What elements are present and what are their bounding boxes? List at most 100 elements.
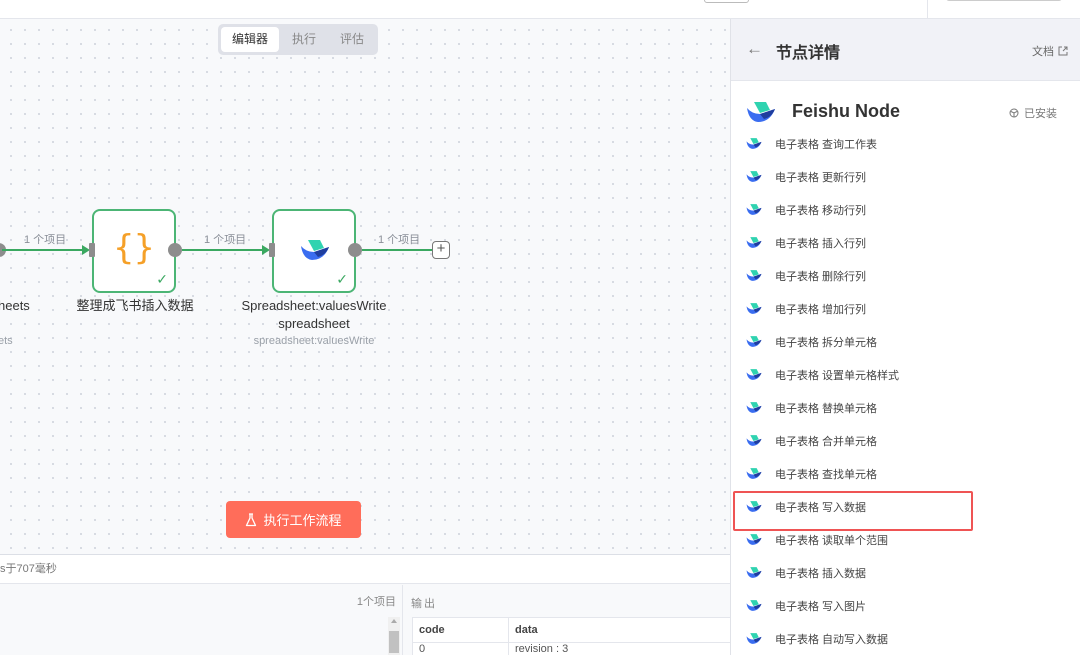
panel-title: 节点详情 [776, 45, 841, 62]
feishu-icon [746, 567, 762, 578]
edge-arrow-icon [262, 245, 270, 255]
feishu-icon [746, 336, 762, 347]
action-label: 电子表格 更新行列 [775, 171, 867, 184]
node-title-line2: spreadsheet [278, 316, 350, 331]
feishu-icon [746, 204, 762, 215]
package-name: Feishu Node [792, 101, 901, 121]
toolbar-button-partial[interactable] [704, 0, 749, 3]
node-input-handle[interactable] [269, 243, 275, 257]
mode-tabs: 编辑器 执行 评估 [218, 24, 379, 55]
node-input-handle[interactable] [89, 243, 95, 257]
node-subtitle: ets [0, 335, 13, 347]
scroll-up-icon[interactable] [391, 619, 397, 623]
action-item[interactable]: 电子表格 写入数据 [731, 490, 1080, 531]
action-item[interactable]: 电子表格 查询工作表 [731, 127, 1080, 160]
action-label: 电子表格 合并单元格 [775, 435, 878, 448]
action-label: 电子表格 查询工作表 [775, 138, 878, 151]
connection-edge[interactable] [2, 249, 84, 251]
action-item[interactable]: 电子表格 合并单元格 [731, 424, 1080, 457]
output-pane: 输出 code data 0 revision : 3 [402, 585, 731, 655]
action-label: 电子表格 替换单元格 [775, 402, 878, 415]
feishu-icon [746, 468, 762, 479]
tab-evaluations[interactable]: 评估 [340, 32, 365, 46]
installed-label: 已安装 [1024, 108, 1057, 120]
column-header-code: code [412, 617, 509, 643]
feishu-icon [301, 240, 329, 260]
action-label: 电子表格 设置单元格样式 [775, 369, 900, 382]
action-item[interactable]: 电子表格 替换单元格 [731, 391, 1080, 424]
topbar-divider [927, 0, 928, 19]
back-arrow-icon[interactable]: ← [746, 39, 763, 58]
feishu-logo-icon [747, 102, 775, 122]
node-title: heets [0, 298, 30, 313]
action-item[interactable]: 电子表格 查找单元格 [731, 457, 1080, 490]
toolbar-segment-partial[interactable] [946, 0, 1062, 1]
code-braces-icon: {} [113, 228, 155, 268]
feishu-icon [746, 534, 762, 545]
tab-editor[interactable]: 编辑器 [221, 27, 280, 52]
action-item[interactable]: 电子表格 更新行列 [731, 160, 1080, 193]
output-table: code data 0 revision : 3 [412, 617, 731, 655]
add-node-button[interactable]: + [432, 241, 450, 259]
action-item[interactable]: 电子表格 写入图片 [731, 589, 1080, 622]
feishu-icon [746, 270, 762, 281]
action-label: 电子表格 插入行列 [775, 237, 867, 250]
output-label: 输出 [411, 598, 437, 610]
package-box-icon [1009, 108, 1019, 118]
input-pane: 1个项目 [0, 585, 402, 655]
workflow-canvas[interactable]: 编辑器 执行 评估 heets ets 1 个项目 {} ✓ 整理成飞书插入数据… [0, 19, 730, 554]
action-item[interactable]: 电子表格 读取单个范围 [731, 523, 1080, 556]
node-details-panel: ← 节点详情 文档 Feishu Node 已安装 [730, 19, 1080, 655]
action-item[interactable]: 电子表格 插入数据 [731, 556, 1080, 589]
feishu-icon [746, 369, 762, 380]
action-label: 电子表格 自动写入数据 [775, 633, 889, 646]
workflow-node-feishu[interactable]: ✓ [272, 209, 356, 293]
execution-status: s于707毫秒 [0, 555, 730, 584]
feishu-icon [746, 402, 762, 413]
feishu-icon [746, 303, 762, 314]
column-header-data: data [508, 617, 731, 643]
input-item-count: 1个项目 [356, 596, 396, 608]
action-item[interactable]: 电子表格 删除行列 [731, 259, 1080, 292]
table-cell: 0 [412, 642, 509, 655]
action-label: 电子表格 写入数据 [775, 501, 867, 514]
action-item[interactable]: 电子表格 设置单元格样式 [731, 358, 1080, 391]
edge-item-count: 1 个项目 [204, 234, 247, 246]
action-list: 电子表格 查询工作表 电子表格 更新行列 电子表格 移动行列 电子表格 插入行列… [731, 127, 1080, 655]
edge-item-count: 1 个项目 [24, 234, 67, 246]
action-label: 电子表格 增加行列 [775, 303, 867, 316]
tab-executions[interactable]: 执行 [292, 32, 317, 46]
feishu-icon [746, 600, 762, 611]
success-check-icon: ✓ [156, 271, 168, 287]
installed-badge: 已安装 [1009, 105, 1057, 121]
docs-link[interactable]: 文档 [1032, 43, 1068, 59]
node-output-handle[interactable] [348, 243, 362, 257]
action-label: 电子表格 写入图片 [775, 600, 867, 613]
scrollbar-thumb[interactable] [389, 631, 399, 653]
action-label: 电子表格 查找单元格 [775, 468, 878, 481]
action-item[interactable]: 电子表格 移动行列 [731, 193, 1080, 226]
action-label: 电子表格 删除行列 [775, 270, 867, 283]
node-title: 整理成飞书插入数据 [76, 298, 194, 313]
action-label: 电子表格 插入数据 [775, 567, 867, 580]
panel-header: ← 节点详情 文档 [731, 19, 1080, 81]
action-item[interactable]: 电子表格 拆分单元格 [731, 325, 1080, 358]
workflow-node-code[interactable]: {} ✓ [92, 209, 176, 293]
node-output-handle[interactable] [168, 243, 182, 257]
connection-edge[interactable] [182, 249, 264, 251]
action-label: 电子表格 拆分单元格 [775, 336, 878, 349]
action-item[interactable]: 电子表格 增加行列 [731, 292, 1080, 325]
execute-workflow-button[interactable]: 执行工作流程 [226, 501, 361, 538]
feishu-icon [746, 501, 762, 512]
execution-output-panel: s于707毫秒 1个项目 输出 code data 0 revision : 3 [0, 554, 731, 655]
input-scrollbar[interactable] [388, 617, 400, 655]
edge-item-count: 1 个项目 [378, 234, 421, 246]
node-subtitle: spreadsheet:valuesWrite [253, 335, 375, 347]
edge-arrow-icon [82, 245, 90, 255]
success-check-icon: ✓ [336, 271, 348, 287]
action-item[interactable]: 电子表格 自动写入数据 [731, 622, 1080, 655]
node-title: Spreadsheet:valuesWrite [241, 298, 387, 313]
action-item[interactable]: 电子表格 插入行列 [731, 226, 1080, 259]
connection-edge[interactable] [362, 249, 432, 251]
feishu-icon [746, 171, 762, 182]
